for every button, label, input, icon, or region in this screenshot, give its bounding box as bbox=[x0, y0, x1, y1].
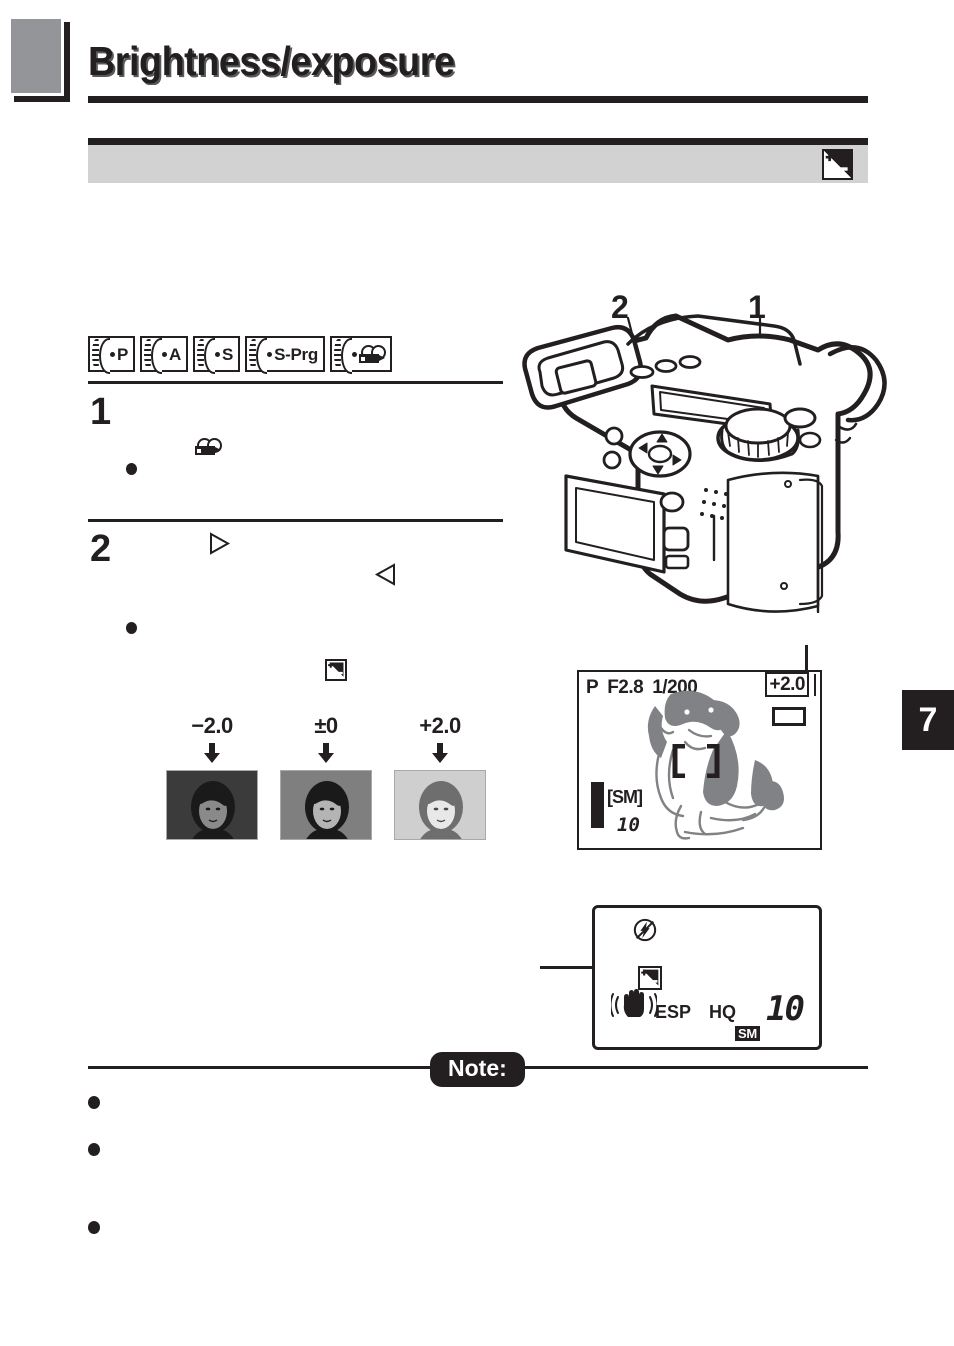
mode-badge-p: P bbox=[88, 336, 136, 374]
card-icon bbox=[772, 707, 806, 726]
metering-mode-value: ESP bbox=[655, 1002, 692, 1022]
exposure-sample-label: +2.0 bbox=[419, 713, 461, 738]
dial-knurl-icon bbox=[92, 338, 110, 374]
lcd-aperture-value: F2.8 bbox=[607, 677, 644, 698]
down-arrow-icon bbox=[432, 743, 448, 763]
arrow-left-icon bbox=[374, 563, 395, 586]
down-arrow-icon bbox=[204, 743, 220, 763]
lcd-quality-value: [SM] bbox=[607, 787, 643, 807]
note-bullet bbox=[88, 1221, 100, 1234]
mode-badge-a: A bbox=[140, 336, 189, 374]
exposure-sample-zero: ±0 bbox=[280, 713, 372, 840]
step-1-bullet bbox=[126, 463, 137, 475]
lcd-frames-remaining: 10 bbox=[617, 814, 640, 836]
movie-camera-icon bbox=[358, 345, 386, 363]
mode-badge-s-prg: S-Prg bbox=[245, 336, 325, 374]
lcd-callout-line bbox=[805, 645, 808, 671]
battery-icon bbox=[591, 782, 604, 828]
note-badge: Note: bbox=[430, 1052, 525, 1087]
note-bullet bbox=[88, 1143, 100, 1156]
dial-knurl-icon bbox=[197, 338, 216, 374]
lcd-monitor-display: P F2.8 1/200 +2.0 bbox=[577, 670, 822, 850]
arrow-right-icon bbox=[210, 532, 231, 555]
exposure-sample-photo bbox=[394, 770, 486, 840]
exposure-sample-minus: −2.0 bbox=[166, 713, 258, 840]
camera-callout-2: 2 bbox=[611, 289, 629, 325]
card-type-badge: SM bbox=[735, 1026, 760, 1041]
chapter-square bbox=[8, 16, 64, 96]
chapter-tab: 7 bbox=[902, 690, 954, 750]
camera-line-art bbox=[522, 313, 887, 614]
dial-knurl-icon bbox=[249, 338, 268, 374]
lcd-mode-value: P bbox=[586, 677, 599, 698]
exposure-sample-photo bbox=[280, 770, 372, 840]
mode-badge-label: P bbox=[117, 344, 129, 364]
mode-badge-label: A bbox=[169, 344, 182, 364]
section-heading-bar bbox=[88, 145, 868, 183]
lcd-status-row: P F2.8 1/200 bbox=[586, 677, 816, 699]
lcd-exposure-value-box: +2.0 bbox=[765, 672, 816, 697]
exposure-sample-label: ±0 bbox=[314, 713, 338, 738]
chapter-tab-number: 7 bbox=[918, 700, 938, 739]
control-panel-callout-line bbox=[540, 966, 598, 969]
mode-badge-s: S bbox=[193, 336, 241, 374]
flash-off-icon bbox=[633, 918, 657, 942]
exposure-compensation-icon bbox=[325, 659, 348, 681]
step-2-number: 2 bbox=[90, 528, 112, 570]
dial-knurl-icon bbox=[333, 338, 352, 374]
exposure-sample-photo bbox=[166, 770, 258, 840]
step-2-rule bbox=[88, 519, 503, 522]
camera-callout-1: 1 bbox=[748, 289, 766, 325]
mode-dial-badge-row: P A S S-Prg bbox=[88, 336, 392, 374]
section-bar-top-border bbox=[88, 138, 868, 145]
note-bullet bbox=[88, 1096, 100, 1109]
mode-badge-movie bbox=[329, 336, 392, 374]
mode-badge-label: S-Prg bbox=[274, 344, 318, 364]
af-brackets bbox=[672, 744, 720, 778]
dog-photo bbox=[647, 690, 784, 840]
dial-dot-icon bbox=[162, 351, 168, 357]
control-panel-display: ESP HQ SM 10 bbox=[592, 905, 822, 1050]
exposure-sample-label: −2.0 bbox=[191, 713, 233, 738]
exposure-compensation-icon bbox=[822, 149, 853, 180]
down-arrow-icon bbox=[318, 743, 334, 763]
camera-shake-icon bbox=[611, 989, 657, 1017]
dial-dot-icon bbox=[215, 351, 221, 357]
mode-badge-label: S bbox=[222, 344, 234, 364]
page-title: Brightness/exposure bbox=[88, 38, 455, 84]
exposure-compensation-icon bbox=[638, 966, 662, 990]
record-mode-value: HQ bbox=[709, 1002, 736, 1022]
dial-dot-icon bbox=[267, 351, 273, 357]
step-2-bullet bbox=[126, 622, 137, 634]
exposure-sample-plus: +2.0 bbox=[394, 713, 486, 840]
dial-dot-icon bbox=[110, 351, 115, 357]
dial-dot-icon bbox=[351, 351, 357, 357]
control-panel-frames-remaining: 10 bbox=[766, 989, 805, 1029]
step-1-number: 1 bbox=[90, 391, 112, 433]
step-1-rule bbox=[88, 381, 503, 384]
dial-knurl-icon bbox=[144, 338, 163, 374]
title-underline-rule bbox=[88, 96, 868, 103]
lcd-exposure-value: +2.0 bbox=[765, 672, 809, 697]
